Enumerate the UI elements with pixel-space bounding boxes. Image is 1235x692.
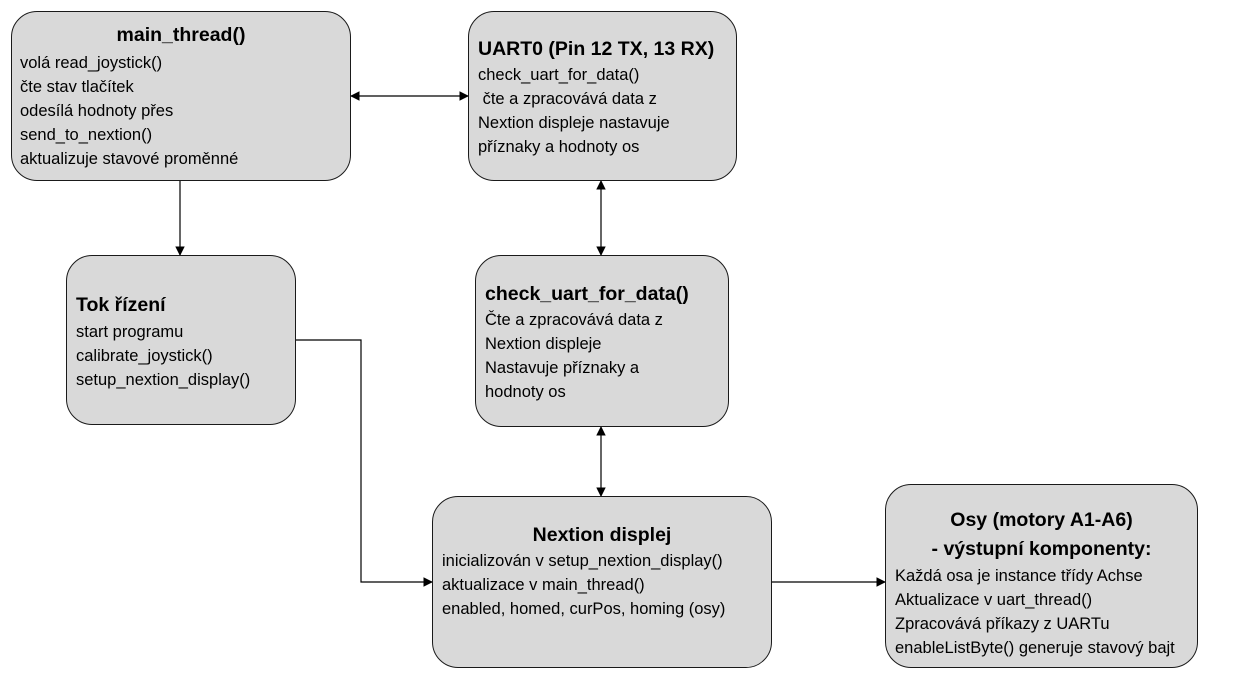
node-line: aktualizace v main_thread() [442, 576, 645, 594]
node-line: čte stav tlačítek [20, 78, 134, 96]
node-line: příznaky a hodnoty os [478, 138, 640, 156]
node-title-line-2: - výstupní komponenty: [931, 538, 1152, 560]
node-line: calibrate_joystick() [76, 347, 213, 365]
node-line: enabled, homed, curPos, homing (osy) [442, 600, 726, 618]
node-tok-rizeni: Tok řízení start programu calibrate_joys… [66, 255, 296, 425]
node-line: Nastavuje příznaky a [485, 359, 640, 377]
node-line: volá read_joystick() [20, 54, 163, 72]
node-line: start programu [76, 323, 184, 341]
node-title: check_uart_for_data() [485, 283, 689, 305]
node-line: Zpracovává příkazy z UARTu [895, 615, 1110, 633]
node-line: setup_nextion_display() [76, 371, 251, 389]
node-line: Nextion displeje nastavuje [478, 114, 670, 132]
node-line: Každá osa je instance třídy Achse [895, 567, 1143, 585]
node-line: enableListByte() generuje stavový bajt [895, 639, 1175, 657]
node-title-line-1: Osy (motory A1-A6) [950, 509, 1133, 531]
node-line: odesílá hodnoty přes [20, 102, 174, 120]
node-uart0: UART0 (Pin 12 TX, 13 RX) check_uart_for_… [468, 11, 737, 181]
node-line: inicializován v setup_nextion_display() [442, 552, 723, 570]
node-main-thread: main_thread() volá read_joystick() čte s… [11, 11, 351, 181]
node-line: hodnoty os [485, 383, 566, 401]
node-line: send_to_nextion() [20, 126, 153, 144]
node-title: Tok řízení [76, 294, 166, 316]
node-osy: Osy (motory A1-A6) - výstupní komponenty… [885, 484, 1198, 668]
node-title: Nextion displej [532, 524, 672, 546]
node-line: Nextion displeje [485, 335, 602, 353]
node-line: aktualizuje stavové proměnné [20, 150, 239, 168]
node-title: UART0 (Pin 12 TX, 13 RX) [478, 38, 715, 60]
node-line: check_uart_for_data() [478, 66, 640, 84]
node-line: čte a zpracovává data z [478, 90, 657, 108]
node-nextion-displej: Nextion displej inicializován v setup_ne… [432, 496, 772, 668]
node-title: main_thread() [116, 24, 246, 46]
node-line: Aktualizace v uart_thread() [895, 591, 1093, 609]
connector-tok-rizeni-nextion [296, 339, 433, 587]
node-check-uart-for-data: check_uart_for_data() Čte a zpracovává d… [475, 255, 729, 427]
node-line: Čte a zpracovává data z [485, 311, 663, 329]
